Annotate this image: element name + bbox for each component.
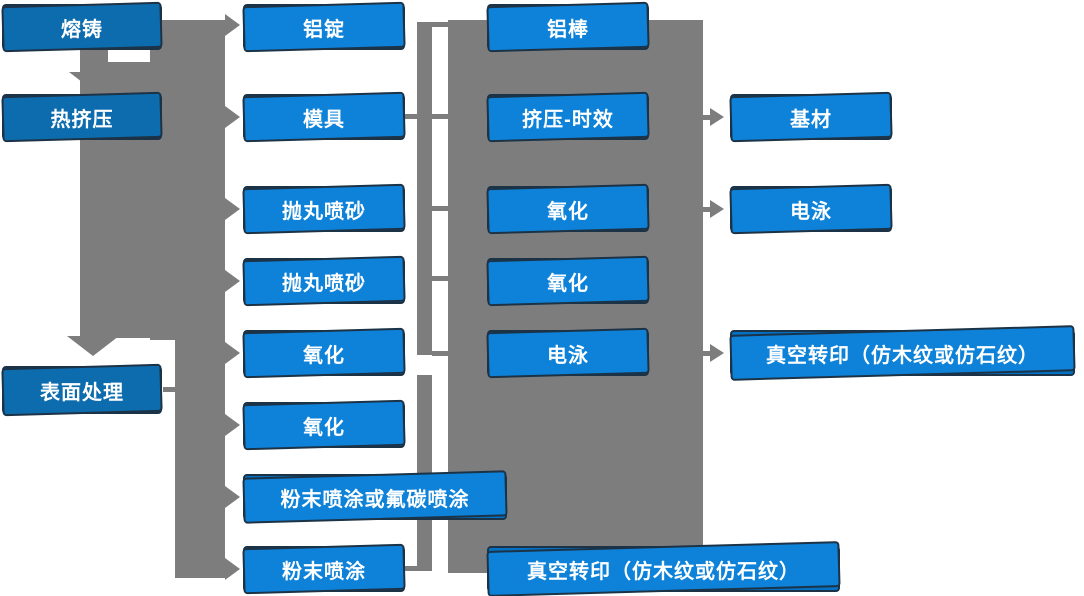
node-shot-blasting-2: 抛丸喷砂 <box>243 258 405 304</box>
node-substrate: 基材 <box>730 94 892 140</box>
node-vacuum-transfer-right: 真空转印（仿木纹或仿石纹） <box>730 330 1075 376</box>
connector-bar-col1-to-col2-band-lower <box>175 338 225 578</box>
arrow-to-shot-blasting-1-icon <box>225 198 240 220</box>
stub-bar-to-panel-row5 <box>432 351 450 356</box>
node-oxidation-2: 氧化 <box>243 402 405 448</box>
node-surface-treatment: 表面处理 <box>2 366 162 414</box>
arrow-to-powder-or-fluorocarbon-icon <box>225 486 240 508</box>
arrow-down-to-hot-extrusion-icon <box>69 72 121 92</box>
node-oxidation-4: 氧化 <box>487 258 649 304</box>
stub-panel-to-vacuum-transfer <box>703 351 711 356</box>
arrow-to-oxidation-2-icon <box>225 414 240 436</box>
stub-panel-to-electrophoresis <box>703 207 711 212</box>
stub-bar-to-panel-row4 <box>432 276 450 281</box>
node-extrusion-aging: 挤压-时效 <box>487 94 649 140</box>
connector-bar-col2-col3-bar-upper <box>417 22 432 355</box>
arrow-to-oxidation-1-icon <box>225 342 240 364</box>
stub-surface-treatment-to-band <box>163 387 177 392</box>
arrow-to-vacuum-transfer-right-icon <box>710 344 724 362</box>
arrow-to-powder-coating-icon <box>225 558 240 580</box>
node-powder-or-fluorocarbon-coating: 粉末喷涂或氟碳喷涂 <box>243 474 507 520</box>
node-powder-coating: 粉末喷涂 <box>243 546 405 592</box>
arrow-to-mold-icon <box>225 106 240 128</box>
arrow-to-electrophoresis-2-icon <box>710 200 724 218</box>
node-shot-blasting-1: 抛丸喷砂 <box>243 186 405 232</box>
stub-panel-to-substrate <box>703 115 711 120</box>
node-mold: 模具 <box>243 94 405 140</box>
stub-bar-to-panel-row1 <box>432 22 450 27</box>
node-aluminum-rod: 铝棒 <box>487 4 649 50</box>
node-oxidation-1: 氧化 <box>243 330 405 376</box>
node-melt-casting: 熔铸 <box>2 4 162 50</box>
node-oxidation-3: 氧化 <box>487 186 649 232</box>
node-vacuum-transfer-bottom: 真空转印（仿木纹或仿石纹） <box>487 546 840 592</box>
stub-mold-to-panel <box>405 114 450 119</box>
stub-powder-coating-to-bar <box>405 566 417 571</box>
node-aluminum-ingot: 铝锭 <box>243 4 405 50</box>
node-electrophoresis-1: 电泳 <box>487 330 649 376</box>
node-hot-extrusion: 热挤压 <box>2 94 162 140</box>
arrow-to-substrate-icon <box>710 108 724 126</box>
stub-bar-to-panel-row3 <box>432 206 450 211</box>
arrow-to-aluminum-ingot-icon <box>225 14 240 36</box>
node-electrophoresis-2: 电泳 <box>730 186 892 232</box>
arrow-to-shot-blasting-2-icon <box>225 270 240 292</box>
arrow-down-to-surface-treatment-icon <box>67 336 119 356</box>
